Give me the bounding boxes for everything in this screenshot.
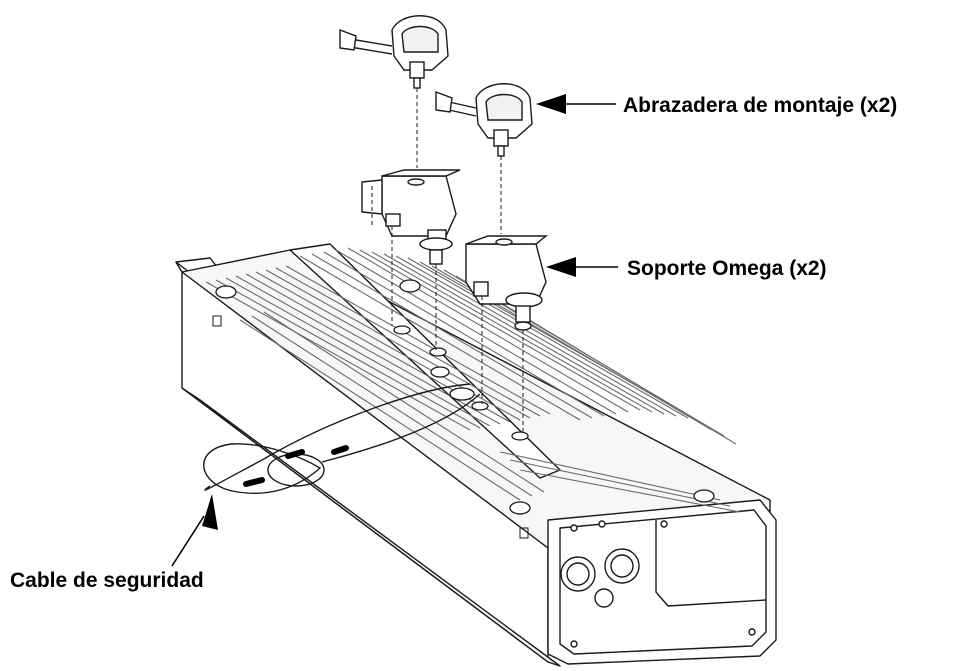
front-panel-bevel [181,387,561,667]
assembly-guides [371,88,524,432]
cable-label: Cable de seguridad [10,569,204,592]
safety-cable [203,383,481,494]
screw-icon [693,489,715,503]
light-fixture [175,243,777,667]
mounting-holes [393,325,529,441]
corner-screws [215,279,715,515]
arrow-left-icon [536,94,566,114]
omega-bracket-2 [465,235,548,331]
screw-icon [399,279,421,293]
mounting-clamp-1 [339,15,449,89]
connectors [560,520,756,648]
heatsink-fins [205,247,741,513]
arrow-up-icon [202,494,218,530]
mounting-clamp-2 [435,83,533,157]
callout-clamp: Abrazadera de montaje (x2) [536,94,897,117]
arrow-left-icon [546,257,576,277]
omega-bracket-1 [361,169,461,265]
screw-icon [215,285,237,299]
omega-label: Soporte Omega (x2) [627,257,827,280]
callout-omega: Soporte Omega (x2) [546,257,827,280]
fuse-icon [594,588,614,608]
side-markings [212,315,529,539]
callout-cable: Cable de seguridad [10,494,218,592]
screw-icon [509,501,531,515]
clamp-label: Abrazadera de montaje (x2) [623,94,897,117]
right-end-plate [547,499,777,665]
